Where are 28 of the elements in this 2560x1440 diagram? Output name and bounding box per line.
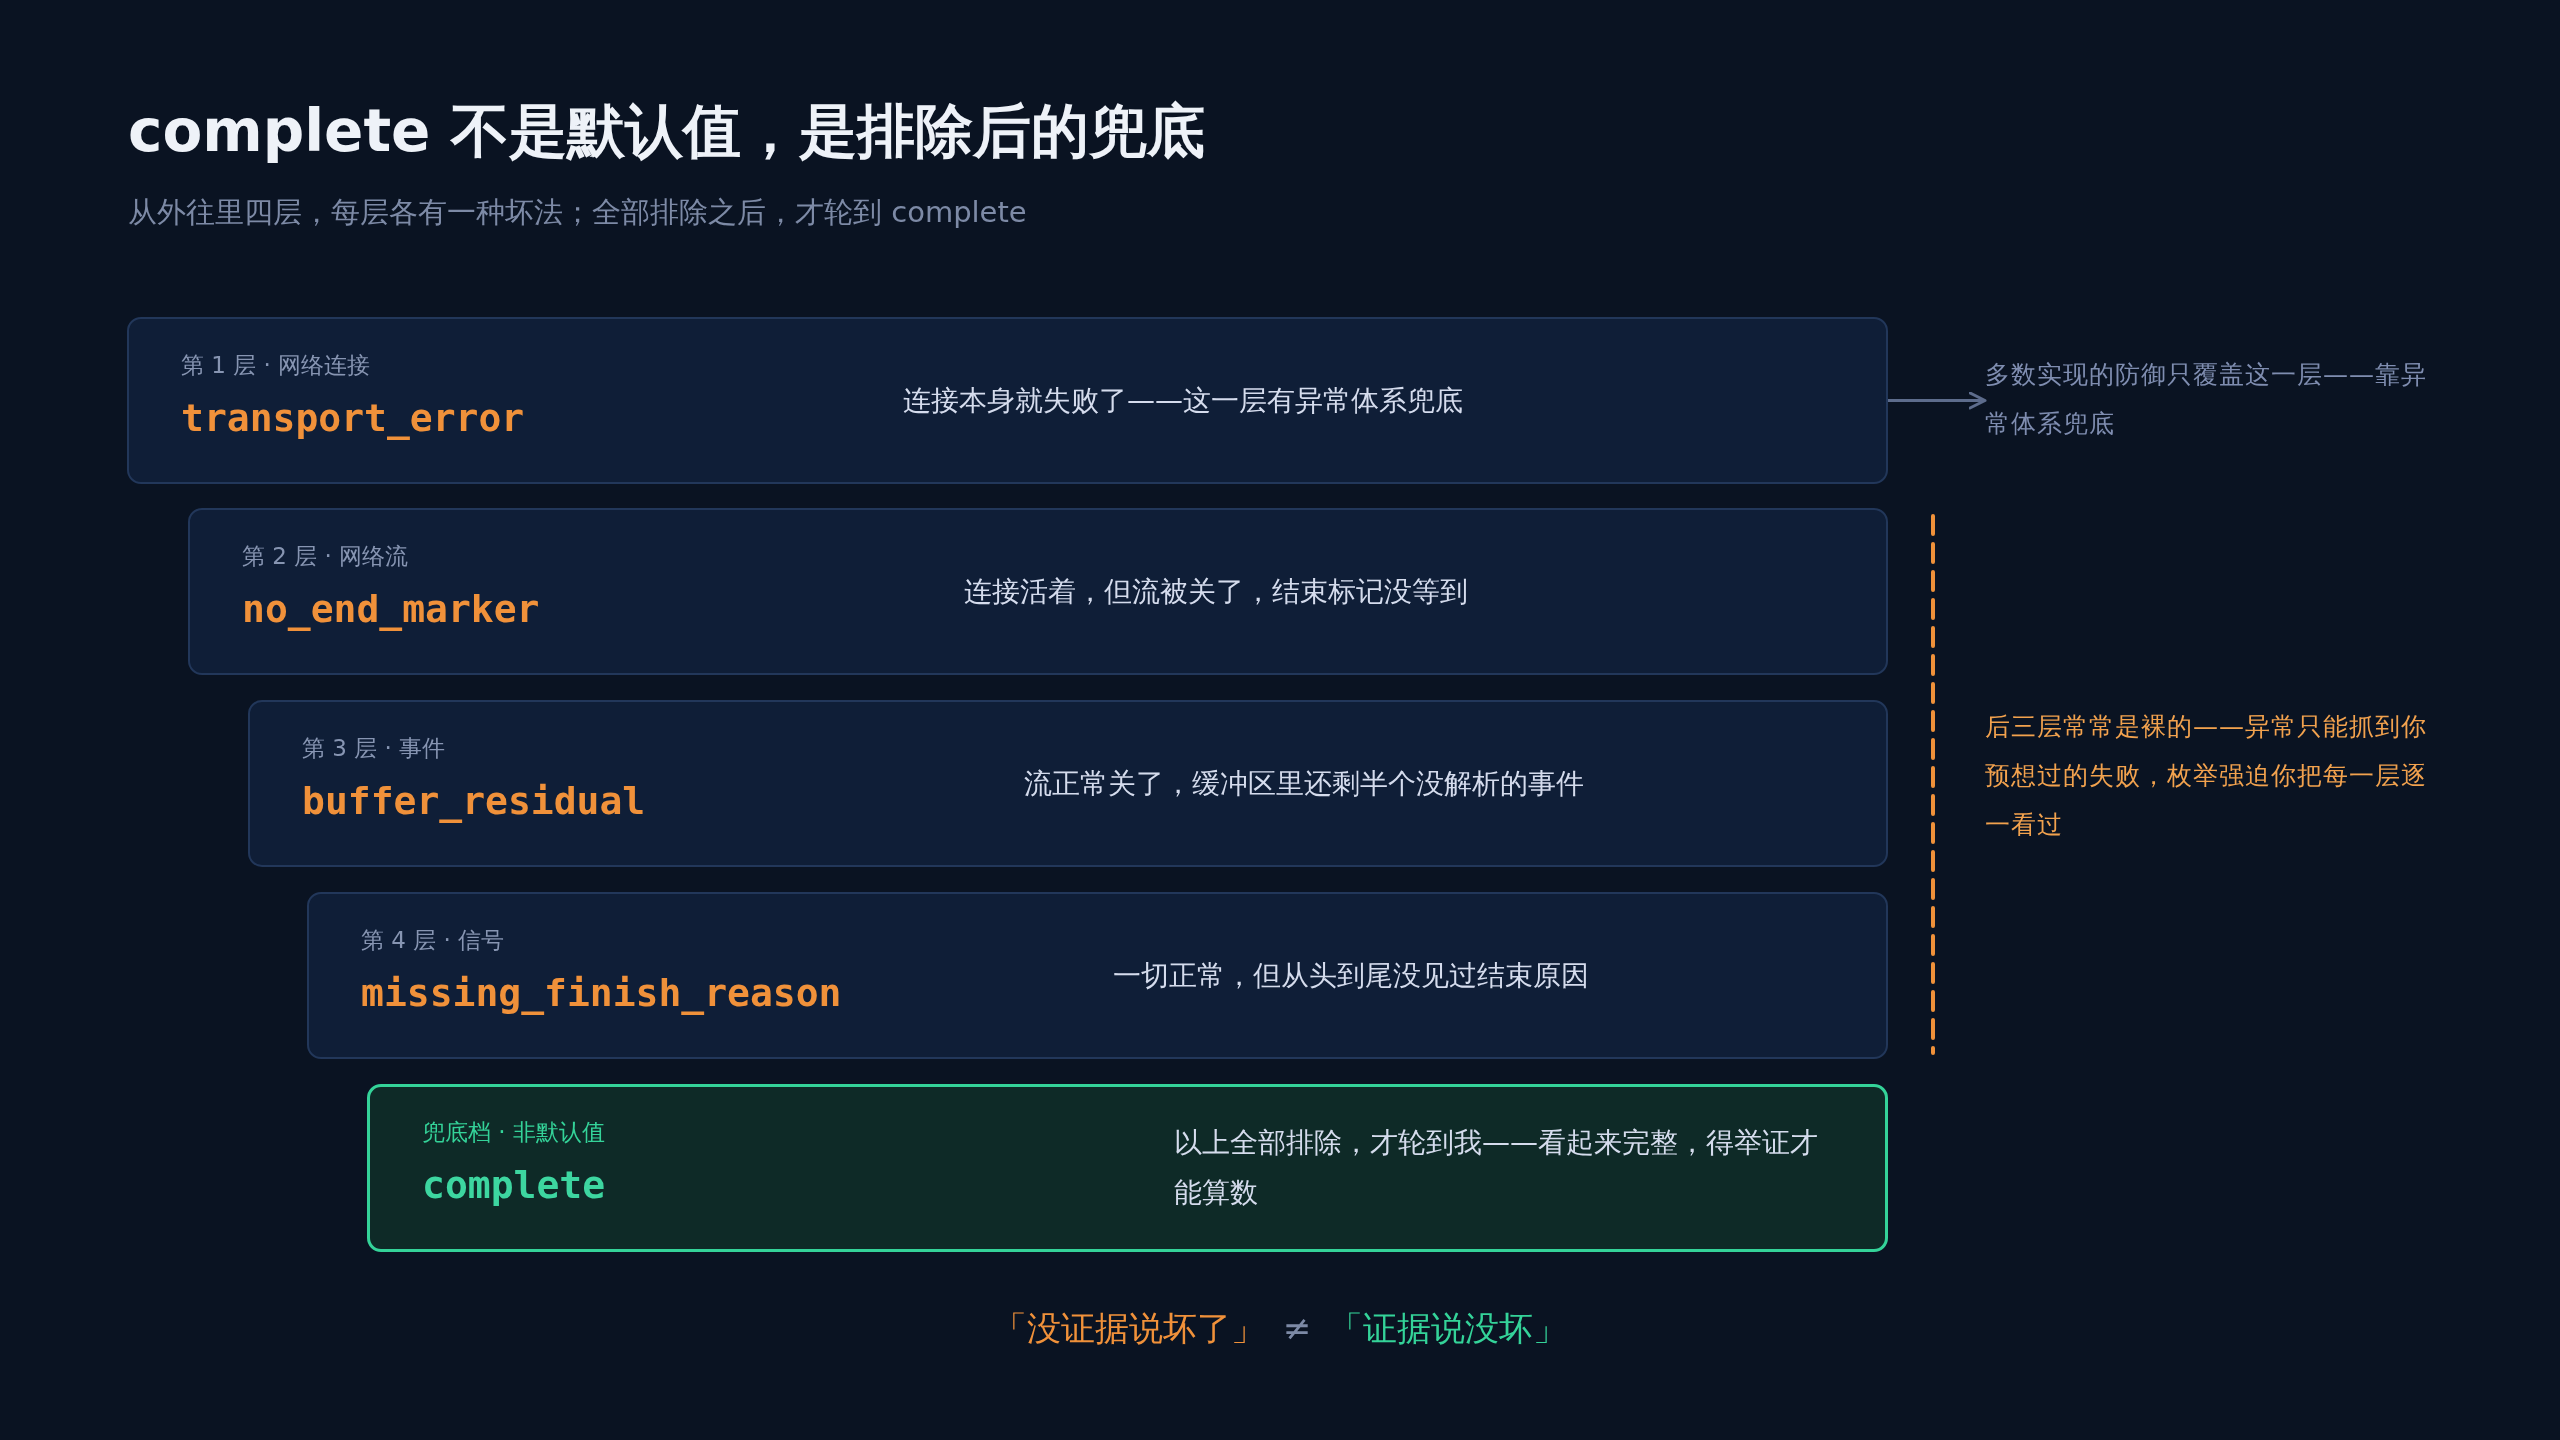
arrow [1888,391,1987,410]
layer-label: 第 2 层 · 网络流 [242,541,409,571]
slogan-text: 「证据说没坏」 [1329,1307,1568,1350]
layer-label: 第 1 层 · 网络连接 [181,350,371,380]
layer-description: 连接本身就失败了——这一层有异常体系兜底 [903,382,1464,419]
status-code: transport_error [181,395,525,440]
layer-label: 第 4 层 · 信号 [361,925,505,955]
status-code: buffer_residual [302,778,646,823]
layer-description: 流正常关了，缓冲区里还剩半个没解析的事件 [1024,765,1585,802]
status-code: complete [422,1163,606,1207]
layer-card [307,892,1888,1059]
side-note: 多数实现的防御只覆盖这一层——靠异常体系兜底 [1985,350,2440,448]
title: complete 不是默认值，是排除后的兜底 [128,96,1205,167]
layer-label: 第 3 层 · 事件 [302,733,446,763]
status-code: no_end_marker [242,586,540,631]
not-equal-sign: ≠ [1282,1307,1312,1350]
layer-description: 一切正常，但从头到尾没见过结束原因 [1113,957,1590,994]
side-note: 后三层常常是裸的——异常只能抓到你预想过的失败，枚举强迫你把每一层逐一看过 [1985,711,2428,841]
subtitle: 从外往里四层，每层各有一种坏法；全部排除之后，才轮到 complete [128,194,1027,231]
layer-label: 兜底档 · 非默认值 [422,1118,605,1147]
layer-card [248,700,1888,867]
status-code: missing_finish_reason [361,970,842,1015]
layer-description: 以上全部排除，才轮到我——看起来完整，得举证才能算数 [1174,1125,1819,1211]
layer-card [127,317,1888,484]
layer-description: 连接活着，但流被关了，结束标记没等到 [964,573,1469,610]
fallback-card [367,1084,1888,1252]
slogan-text: 「没证据说坏了」 [992,1307,1265,1350]
layer-card [188,508,1888,675]
